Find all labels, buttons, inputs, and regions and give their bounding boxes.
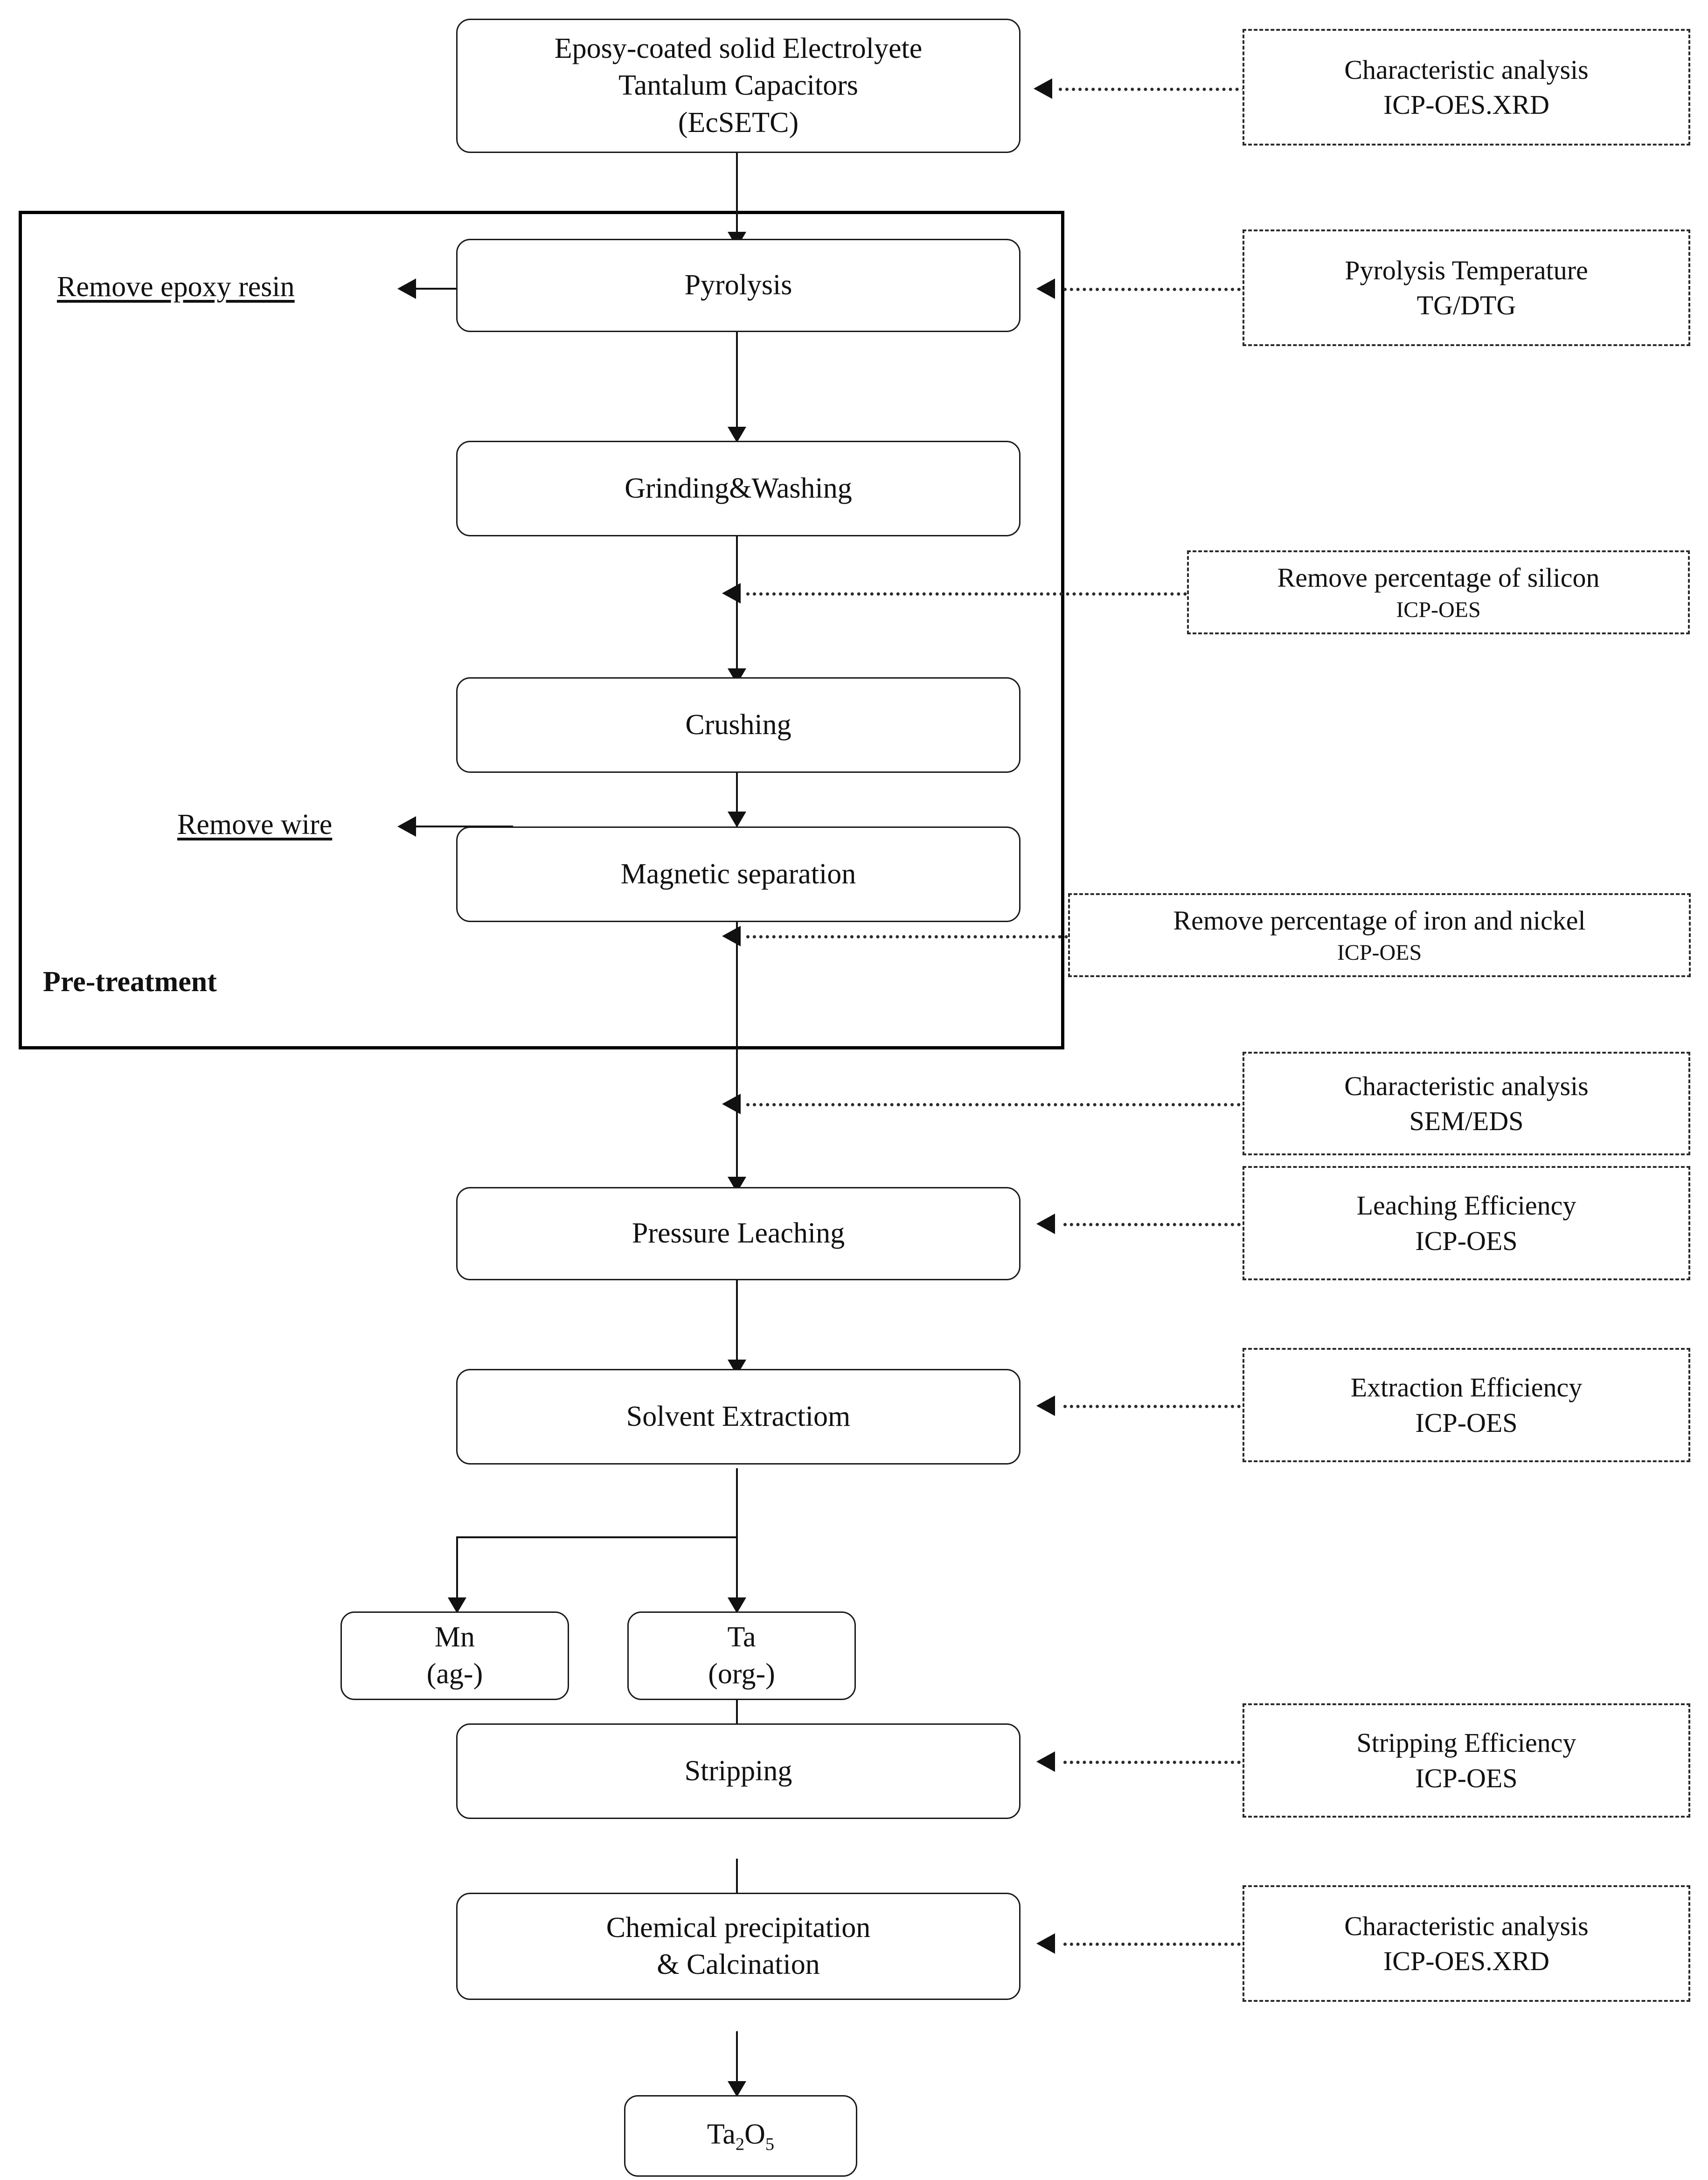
side-output-remove-epoxy-resin: Remove epoxy resin	[57, 271, 295, 303]
dotted-connector-sem-eds	[746, 1103, 1241, 1106]
annotation-silicon-line1: Remove percentage of silicon	[1277, 562, 1600, 593]
node-product-ta2o5[interactable]: Ta2O5	[624, 2095, 857, 2177]
node-magnetic-label: Magnetic separation	[620, 858, 856, 890]
annotation-pyrolysis-line1: Pyrolysis Temperature	[1345, 255, 1588, 285]
dotted-connector-silicon	[746, 592, 1187, 596]
annotation-stripping-efficiency[interactable]: Stripping Efficiency ICP-OES	[1243, 1703, 1690, 1818]
node-precip-label: Chemical precipitation & Calcination	[606, 1911, 871, 1980]
dotted-connector-leaching	[1063, 1223, 1241, 1226]
arrowhead-annotation-precip	[1036, 1933, 1055, 1954]
annotation-sem-eds-line2: SEM/EDS	[1409, 1106, 1524, 1136]
annotation-leaching-efficiency[interactable]: Leaching Efficiency ICP-OES	[1243, 1166, 1690, 1280]
dotted-connector-stripping	[1063, 1761, 1241, 1764]
connector-grinding-to-crushing	[736, 535, 738, 685]
annotation-leaching-line1: Leaching Efficiency	[1356, 1190, 1576, 1221]
pre-treatment-group-frame	[19, 211, 1064, 1049]
annotation-precip-line2: ICP-OES.XRD	[1383, 1946, 1550, 1976]
connector-magnetic-to-leaching	[736, 921, 738, 1194]
connector-pyrolysis-to-grinding	[736, 331, 738, 443]
annotation-stripping-line1: Stripping Efficiency	[1356, 1728, 1576, 1758]
node-pressure-leaching[interactable]: Pressure Leaching	[456, 1187, 1021, 1280]
node-mn-label: Mn (ag-)	[426, 1621, 483, 1690]
arrowhead-product	[728, 2081, 746, 2097]
connector-extraction-down	[736, 1468, 738, 1537]
connector-split-bus	[456, 1536, 738, 1538]
node-mn-aqueous[interactable]: Mn (ag-)	[340, 1611, 569, 1700]
dotted-connector-extraction	[1063, 1405, 1241, 1408]
annotation-remove-iron-nickel[interactable]: Remove percentage of iron and nickel ICP…	[1068, 893, 1691, 977]
annotation-characteristic-analysis-feed[interactable]: Characteristic analysis ICP-OES.XRD	[1243, 29, 1690, 146]
dotted-connector-feed	[1059, 88, 1245, 91]
annotation-iron-nickel-line1: Remove percentage of iron and nickel	[1173, 905, 1586, 936]
connector-leaching-to-extraction	[736, 1280, 738, 1376]
annotation-feed-line2: ICP-OES.XRD	[1383, 90, 1550, 120]
annotation-characteristic-analysis-precip[interactable]: Characteristic analysis ICP-OES.XRD	[1243, 1885, 1690, 2002]
connector-bus-to-mn	[456, 1536, 458, 1616]
arrowhead-annotation-silicon	[722, 583, 741, 604]
node-grinding-washing[interactable]: Grinding&Washing	[456, 441, 1021, 536]
annotation-silicon-line2: ICP-OES	[1396, 597, 1481, 622]
formula-ta: Ta	[707, 2118, 736, 2150]
node-ta-label: Ta (org-)	[708, 1621, 775, 1690]
node-crushing-label: Crushing	[685, 708, 792, 741]
annotation-stripping-line2: ICP-OES	[1415, 1763, 1518, 1793]
arrowhead-annotation-extraction	[1036, 1395, 1055, 1416]
node-pyrolysis[interactable]: Pyrolysis	[456, 239, 1021, 332]
node-product-label: Ta2O5	[634, 2116, 847, 2156]
arrowhead-annotation-feed	[1034, 78, 1052, 99]
annotation-extraction-efficiency[interactable]: Extraction Efficiency ICP-OES	[1243, 1348, 1690, 1462]
annotation-extraction-line1: Extraction Efficiency	[1350, 1372, 1583, 1403]
dotted-connector-pyrolysis	[1063, 288, 1241, 291]
annotation-leaching-line2: ICP-OES	[1415, 1225, 1518, 1256]
pre-treatment-label: Pre-treatment	[43, 966, 217, 998]
arrowhead-remove-epoxy	[397, 278, 416, 299]
node-magnetic-separation[interactable]: Magnetic separation	[456, 826, 1021, 922]
annotation-feed-line1: Characteristic analysis	[1344, 54, 1589, 85]
annotation-extraction-line2: ICP-OES	[1415, 1407, 1518, 1438]
annotation-pyrolysis-temperature[interactable]: Pyrolysis Temperature TG/DTG	[1243, 229, 1690, 346]
annotation-pyrolysis-line2: TG/DTG	[1416, 290, 1516, 320]
formula-sub-5: 5	[765, 2134, 775, 2154]
connector-bus-to-ta	[736, 1536, 738, 1616]
dotted-connector-precip	[1063, 1943, 1241, 1946]
arrowhead-grinding	[728, 427, 746, 443]
connector-feed-to-pyrolysis	[736, 152, 738, 240]
annotation-sem-eds-line1: Characteristic analysis	[1344, 1070, 1589, 1101]
node-solvent-extraction[interactable]: Solvent Extractiom	[456, 1369, 1021, 1465]
arrowhead-annotation-sem-eds	[722, 1094, 741, 1114]
node-leaching-label: Pressure Leaching	[632, 1217, 845, 1250]
connector-crushing-to-magnetic	[736, 772, 738, 828]
node-grinding-label: Grinding&Washing	[625, 472, 852, 504]
arrowhead-magnetic	[728, 812, 746, 827]
node-chemical-precipitation-calcination[interactable]: Chemical precipitation & Calcination	[456, 1893, 1021, 2000]
arrowhead-ta	[728, 1597, 746, 1613]
side-output-remove-wire: Remove wire	[177, 809, 333, 840]
node-stripping[interactable]: Stripping	[456, 1723, 1021, 1819]
node-ta-organic[interactable]: Ta (org-)	[627, 1611, 856, 1700]
node-feed-label: Eposy-coated solid Electrolyete Tantalum…	[554, 32, 923, 139]
node-extraction-label: Solvent Extractiom	[626, 1400, 851, 1432]
arrowhead-mn	[448, 1597, 466, 1613]
node-feed-capacitors[interactable]: Eposy-coated solid Electrolyete Tantalum…	[456, 19, 1021, 153]
arrowhead-annotation-stripping	[1036, 1751, 1055, 1772]
annotation-characteristic-analysis-sem-eds[interactable]: Characteristic analysis SEM/EDS	[1243, 1052, 1690, 1155]
connector-magnetic-to-wire	[415, 826, 513, 827]
annotation-iron-nickel-line2: ICP-OES	[1337, 940, 1422, 965]
dotted-connector-iron-nickel	[746, 935, 1068, 938]
annotation-remove-silicon[interactable]: Remove percentage of silicon ICP-OES	[1187, 550, 1690, 634]
annotation-precip-line1: Characteristic analysis	[1344, 1910, 1589, 1941]
arrowhead-annotation-iron-nickel	[722, 926, 741, 946]
arrowhead-annotation-pyrolysis	[1036, 278, 1055, 299]
arrowhead-annotation-leaching	[1036, 1214, 1055, 1234]
formula-o: O	[744, 2118, 765, 2150]
node-crushing[interactable]: Crushing	[456, 677, 1021, 773]
connector-precip-to-product	[736, 2031, 738, 2099]
formula-sub-2: 2	[735, 2134, 745, 2154]
node-stripping-label: Stripping	[684, 1755, 792, 1787]
arrowhead-remove-wire	[397, 816, 416, 837]
node-pyrolysis-label: Pyrolysis	[684, 269, 792, 301]
